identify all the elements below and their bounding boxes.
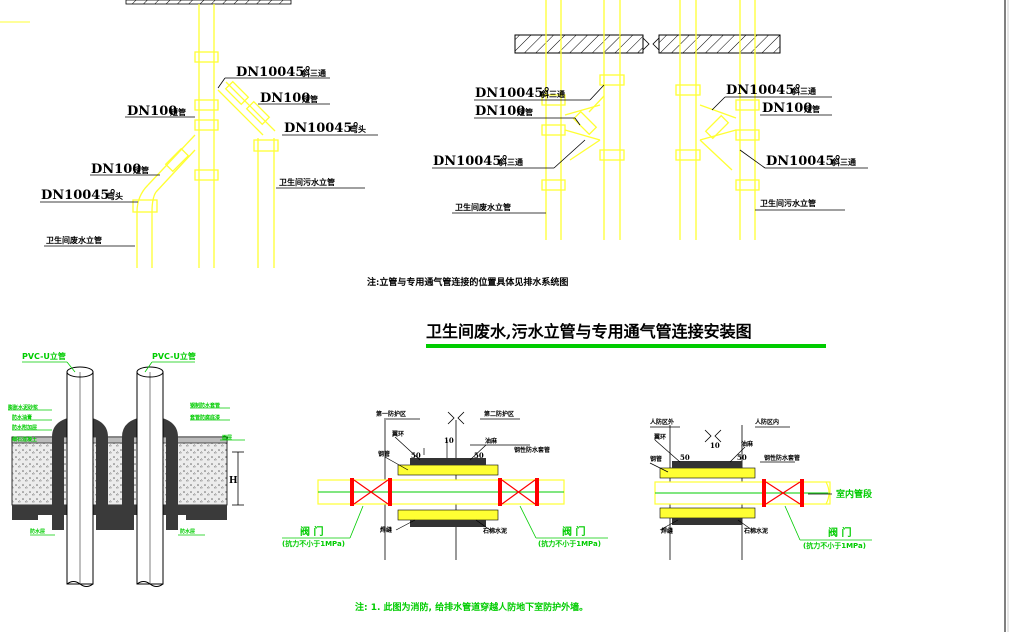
br-dim-50a: 50 (680, 453, 690, 462)
bm-zone-2: 第二防护区 (483, 410, 514, 418)
br-steel: 钢管 (650, 455, 662, 463)
bm-cement: 石棉水泥 (482, 527, 507, 535)
bl-label-6: 套管防腐底漆 (190, 414, 220, 421)
bl-label-5: 钢制防水套管 (190, 402, 220, 409)
bl-label-8: 防水层 (30, 528, 45, 535)
bm-weld: 焊缝 (380, 526, 392, 534)
br-valve-sub: (抗力不小于1MPa) (803, 541, 866, 550)
br-weld: 焊缝 (661, 527, 673, 535)
bm-steel: 钢管 (378, 450, 390, 458)
br-ring: 翼环 (653, 433, 666, 441)
tr-left-wye-bottom-sub: 斜三通 (498, 157, 523, 167)
bl-label-4: 细石混凝土 (12, 436, 37, 443)
bm-valve-right: 阀 门 (562, 525, 585, 538)
bm-dim-50a: 50 (411, 451, 421, 460)
bl-label-9: 防水层 (180, 528, 195, 535)
bottom-left-section: H PVC-U立管 PVC-U立管 膨胀水泥砂浆 防水油膏 防水附加层 细石混凝… (8, 351, 245, 587)
tl-wye-label: DN10045° (236, 65, 311, 80)
tl-wye-sub: 斜三通 (301, 68, 326, 78)
top-left-diagram (125, 0, 292, 268)
tr-left-riser: 卫生间废水立管 (455, 202, 511, 212)
tl-short-right: DN100 (260, 91, 310, 106)
bottom-right-section: 人防区外 人防区内 翼环 油麻 钢性防水套管 钢管 10 50 50 焊缝 石棉… (649, 418, 873, 560)
main-title: 卫生间废水,污水立管与专用通气管连接安装图 (426, 322, 752, 341)
tr-right-riser: 卫生间污水立管 (760, 198, 816, 208)
tl-elbow-right: DN10045° (284, 121, 359, 136)
br-sleeve: 钢性防水套管 (764, 454, 800, 462)
tl-elbow-lower-sub: 弯头 (107, 191, 123, 201)
br-dim-50b: 50 (737, 453, 747, 462)
bl-label-2: 防水油膏 (12, 414, 32, 421)
top-right-leaders (432, 84, 868, 214)
br-indoor-pipe: 室内管段 (836, 488, 873, 500)
bm-oil: 油麻 (485, 437, 498, 445)
tr-left-wye-bottom: DN10045° (433, 154, 508, 169)
tl-elbow-right-sub: 弯头 (350, 124, 366, 134)
tr-right-wye-top: DN10045° (726, 83, 801, 98)
top-right-diagram (514, 0, 781, 240)
tr-left-wye-top: DN10045° (475, 86, 550, 101)
tr-right-wye-bottom-sub: 斜三通 (831, 157, 856, 167)
tl-short-lower-sub: 短管 (133, 165, 149, 175)
tr-left-short: DN100 (475, 104, 525, 119)
br-zone-in: 人防区内 (755, 418, 779, 426)
br-dim-10: 10 (710, 441, 720, 450)
br-zone-out: 人防区外 (650, 418, 674, 426)
bm-dim-50b: 50 (474, 451, 484, 460)
bm-valve-right-sub: (抗力不小于1MPa) (538, 539, 601, 548)
tr-right-short-sub: 短管 (804, 104, 820, 114)
bm-ring: 翼环 (391, 430, 404, 438)
pvc-right-label: PVC-U立管 (152, 351, 196, 361)
bm-valve-left: 阀 门 (300, 525, 323, 538)
tl-short-right-sub: 短管 (302, 94, 318, 104)
tl-elbow-lower: DN10045° (41, 188, 116, 203)
top-left-leaders (40, 77, 378, 247)
pvc-left-label: PVC-U立管 (22, 351, 66, 361)
bm-dim-10: 10 (444, 436, 454, 445)
tl-short-upper-sub: 短管 (170, 107, 186, 117)
br-oil: 油麻 (741, 440, 754, 448)
tr-right-wye-top-sub: 斜三通 (791, 86, 816, 96)
tl-short-lower: DN100 (91, 162, 141, 177)
tr-right-short: DN100 (762, 101, 812, 116)
tr-right-wye-bottom: DN10045° (766, 154, 841, 169)
bl-label-1: 膨胀水泥砂浆 (8, 404, 39, 411)
tl-sewage-riser: 卫生间污水立管 (279, 177, 335, 187)
bottom-middle-section: 第一防护区 第二防护区 翼环 油麻 钢性防水套管 钢管 10 50 50 焊缝 … (282, 410, 608, 560)
tl-short-upper: DN100 (127, 104, 177, 119)
br-cement: 石棉水泥 (743, 527, 768, 535)
tr-left-short-sub: 短管 (517, 107, 533, 117)
bm-zone-1: 第一防护区 (375, 410, 406, 418)
bm-valve-left-sub: (抗力不小于1MPa) (282, 539, 345, 548)
tr-left-wye-top-sub: 斜三通 (540, 89, 565, 99)
tl-waste-riser: 卫生间废水立管 (46, 235, 102, 245)
bl-label-3: 防水附加层 (12, 424, 37, 431)
bl-label-7: 面层 (222, 434, 232, 441)
note-bottom: 注: 1. 此图为消防, 给排水管道穿越人防地下室防护外墙。 (355, 601, 588, 613)
note-top: 注:立管与专用通气管连接的位置具体见排水系统图 (367, 276, 568, 288)
dim-h: H (229, 476, 238, 486)
br-valve: 阀 门 (828, 526, 851, 539)
bm-sleeve: 钢性防水套管 (514, 446, 550, 454)
